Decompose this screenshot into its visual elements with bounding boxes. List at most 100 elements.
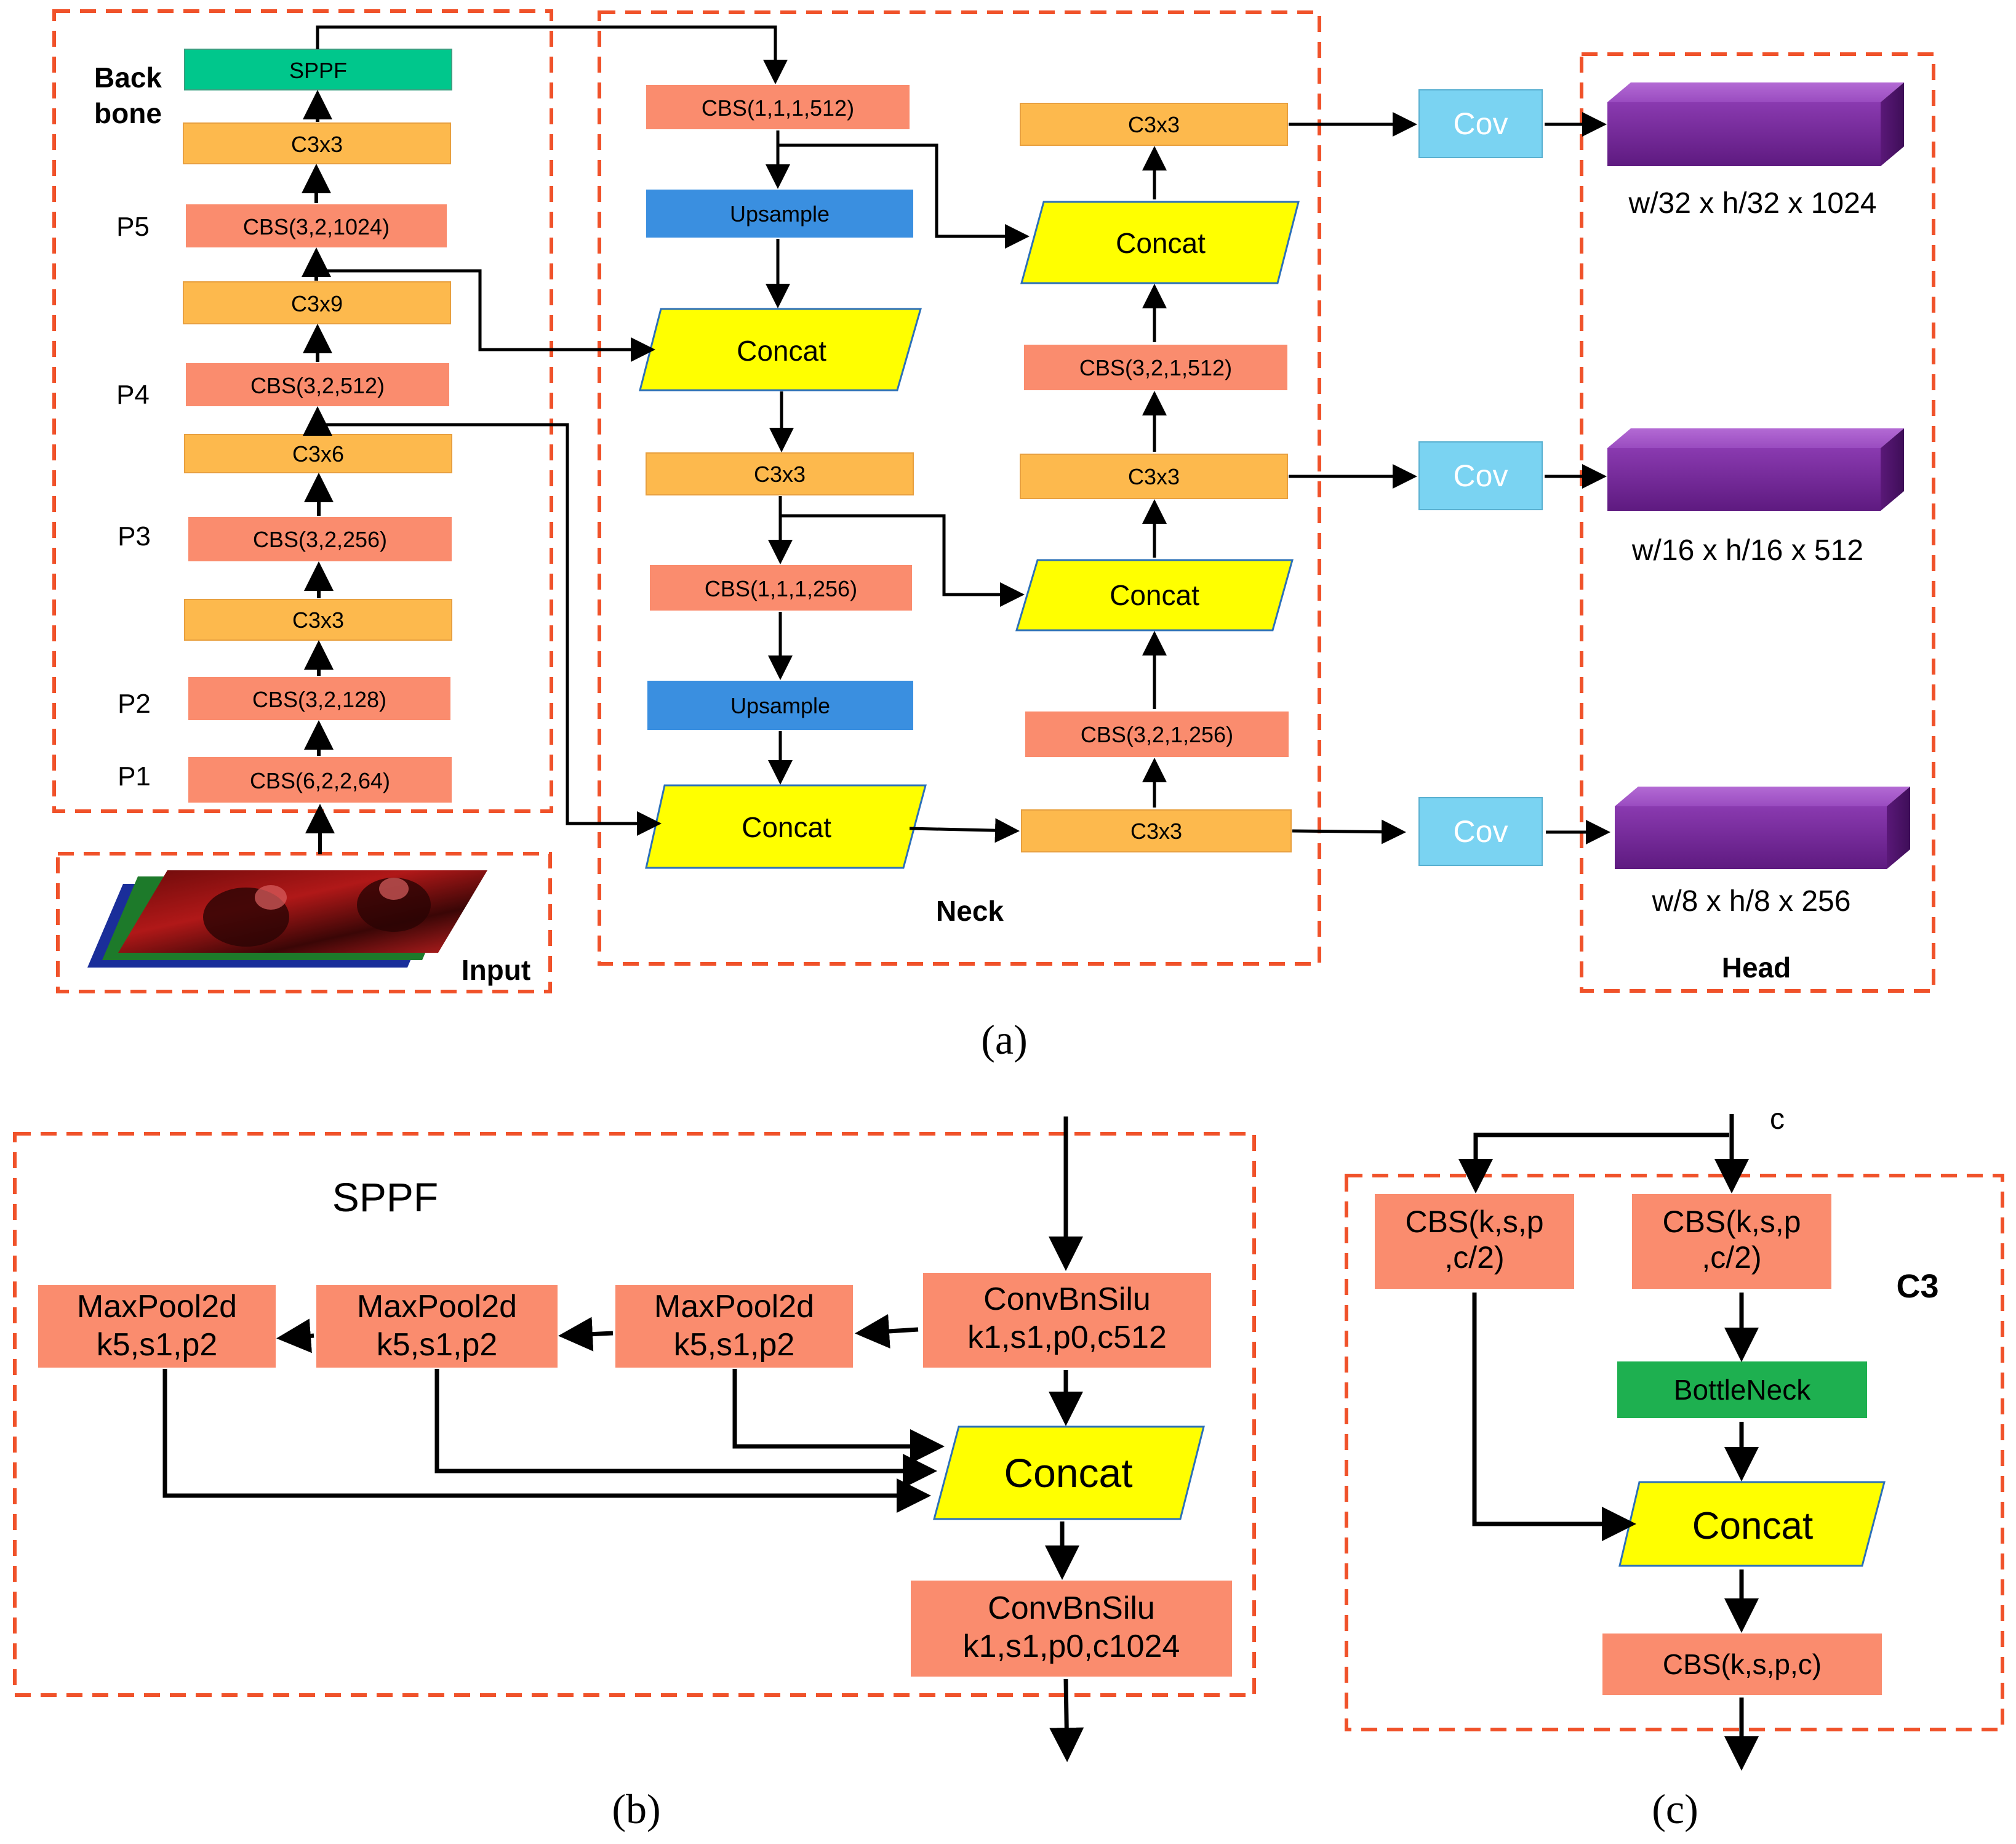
head-output-shape: w/32 x h/32 x 1024 <box>1628 187 1877 220</box>
neck-right-c3x3-mid-block: C3x3 <box>1020 454 1288 499</box>
sppf-maxpool-2: MaxPool2d k5,s1,p2 <box>316 1285 558 1368</box>
c3-cbs-right: CBS(k,s,p ,c/2) <box>1632 1194 1831 1289</box>
backbone-title: bone <box>94 97 162 129</box>
neck-right-concat-top-block: Concat <box>1020 201 1300 284</box>
svg-text:Concat: Concat <box>1110 579 1199 611</box>
backbone-title: Back <box>94 62 162 94</box>
svg-text:C3x3: C3x3 <box>754 462 806 487</box>
level-label-p4: P4 <box>116 380 150 410</box>
backbone-sppf-block: SPPF <box>184 49 452 90</box>
level-label-p1: P1 <box>118 761 151 792</box>
sppf-pool-to-concat <box>162 1369 931 1513</box>
svg-text:CBS(k,s,p: CBS(k,s,p <box>1405 1205 1543 1239</box>
svg-text:CBS(6,2,2,64): CBS(6,2,2,64) <box>250 768 390 793</box>
c3x3-to-concat-arrow <box>780 514 1025 607</box>
c3-concat: Concat <box>1618 1481 1886 1567</box>
svg-text:Concat: Concat <box>742 811 831 843</box>
svg-text:k1,s1,p0,c1024: k1,s1,p0,c1024 <box>963 1629 1180 1664</box>
sppf-title: SPPF <box>332 1174 438 1220</box>
sppf-output-arrow <box>1049 1678 1084 1762</box>
svg-text:Concat: Concat <box>1692 1505 1813 1547</box>
backbone-cbs-128-block: CBS(3,2,128) <box>188 677 450 720</box>
c3-title: C3 <box>1896 1268 1938 1305</box>
svg-text:Upsample: Upsample <box>730 693 830 718</box>
sppf-to-neck-arrow <box>316 25 788 84</box>
svg-text:C3x3: C3x3 <box>1130 819 1182 844</box>
svg-text:CBS(1,1,1,256): CBS(1,1,1,256) <box>705 576 857 601</box>
sppf-pool-to-concat <box>434 1369 937 1488</box>
c3-cbs-out: CBS(k,s,p,c) <box>1602 1634 1882 1695</box>
cov-block-mid: Cov <box>1418 441 1543 510</box>
head-output-cube-small <box>1615 787 1910 869</box>
neck-to-cov-arrow <box>1292 819 1406 844</box>
backbone-c3x3-block: C3x3 <box>183 122 451 164</box>
cov-block-bottom: Cov <box>1418 797 1543 866</box>
neck-concat-block: Concat <box>639 308 922 391</box>
head-title: Head <box>1722 952 1791 984</box>
caption-b: (b) <box>612 1786 660 1832</box>
c3-bottleneck: BottleNeck <box>1617 1361 1867 1418</box>
neck-c3x3-block: C3x3 <box>646 452 914 495</box>
svg-text:MaxPool2d: MaxPool2d <box>357 1289 517 1325</box>
sppf-conv-out: ConvBnSilu k1,s1,p0,c1024 <box>911 1581 1232 1677</box>
svg-text:C3x3: C3x3 <box>291 132 343 157</box>
backbone-c3x9-block: C3x9 <box>183 281 451 324</box>
svg-text:Concat: Concat <box>737 335 826 367</box>
svg-text:,c/2): ,c/2) <box>1444 1240 1504 1275</box>
svg-text:k5,s1,p2: k5,s1,p2 <box>674 1327 795 1363</box>
svg-text:CBS(3,2,1,512): CBS(3,2,1,512) <box>1079 355 1232 380</box>
svg-text:C3x3: C3x3 <box>1128 464 1180 489</box>
svg-text:ConvBnSilu: ConvBnSilu <box>988 1590 1155 1626</box>
head-output-shape: w/8 x h/8 x 256 <box>1652 885 1851 918</box>
input-image-stack <box>87 870 487 968</box>
svg-text:CBS(3,2,512): CBS(3,2,512) <box>250 373 385 398</box>
c3x9-to-concat-arrow <box>318 269 655 362</box>
svg-text:C3x9: C3x9 <box>291 291 343 316</box>
neck-right-concat-mid-block: Concat <box>1015 559 1294 631</box>
sppf-pool-to-concat <box>732 1369 945 1464</box>
svg-text:Cov: Cov <box>1454 106 1508 141</box>
svg-text:Upsample: Upsample <box>730 201 830 226</box>
sppf-arrow <box>276 1318 314 1353</box>
backbone-frame <box>52 9 553 813</box>
cbs512-to-concat-arrow <box>778 143 1030 249</box>
sppf-maxpool-3: MaxPool2d k5,s1,p2 <box>615 1285 853 1368</box>
cov-block-top: Cov <box>1418 89 1543 158</box>
svg-text:C3x3: C3x3 <box>292 607 344 633</box>
caption-c: (c) <box>1652 1786 1698 1832</box>
svg-text:Cov: Cov <box>1454 459 1508 493</box>
svg-text:CBS(3,2,256): CBS(3,2,256) <box>253 527 387 552</box>
svg-text:ConvBnSilu: ConvBnSilu <box>983 1281 1151 1317</box>
head-output-cube-medium <box>1607 428 1904 511</box>
neck-title: Neck <box>936 895 1004 927</box>
c3-input-label: c <box>1770 1103 1785 1136</box>
neck-concat-lower-block: Concat <box>645 784 927 869</box>
svg-text:k1,s1,p0,c512: k1,s1,p0,c512 <box>967 1320 1167 1355</box>
head-output-shape: w/16 x h/16 x 512 <box>1631 534 1863 567</box>
neck-frame <box>598 10 1321 966</box>
neck-right-c3x3-top-block: C3x3 <box>1020 103 1288 146</box>
svg-text:Concat: Concat <box>1116 227 1206 259</box>
svg-text:CBS(3,2,1024): CBS(3,2,1024) <box>243 214 390 239</box>
c3x6-to-concat-arrow <box>318 423 662 836</box>
level-label-p3: P3 <box>118 521 151 551</box>
svg-text:C3x6: C3x6 <box>292 441 344 467</box>
sppf-conv-in: ConvBnSilu k1,s1,p0,c512 <box>923 1273 1211 1368</box>
input-frame <box>56 852 552 993</box>
sppf-arrow <box>855 1313 919 1349</box>
backbone-c3x3-lower-block: C3x3 <box>184 599 452 641</box>
level-label-p5: P5 <box>116 212 150 242</box>
svg-text:Cov: Cov <box>1454 814 1508 849</box>
head-output-cube-large <box>1607 82 1904 166</box>
backbone-cbs-1024-block: CBS(3,2,1024) <box>186 204 447 247</box>
neck-upsample-lower-block: Upsample <box>647 681 913 730</box>
backbone-cbs-64-block: CBS(6,2,2,64) <box>188 757 452 803</box>
svg-text:k5,s1,p2: k5,s1,p2 <box>377 1327 498 1363</box>
neck-right-cbs-512-block: CBS(3,2,1,512) <box>1024 345 1287 390</box>
caption-a: (a) <box>981 1016 1027 1063</box>
neck-cbs-512-block: CBS(1,1,1,512) <box>646 85 910 129</box>
svg-text:MaxPool2d: MaxPool2d <box>77 1289 237 1325</box>
sppf-concat: Concat <box>933 1425 1205 1520</box>
svg-text:k5,s1,p2: k5,s1,p2 <box>97 1327 218 1363</box>
neck-right-cbs-256-block: CBS(3,2,1,256) <box>1025 712 1289 757</box>
